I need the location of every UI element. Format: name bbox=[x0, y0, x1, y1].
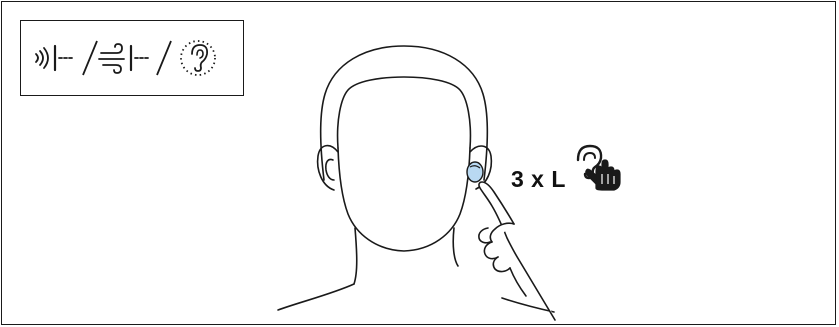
neck-right bbox=[453, 228, 458, 266]
shoulder-left bbox=[278, 284, 354, 310]
ear-touch-hand-icon bbox=[572, 140, 628, 192]
neck-left bbox=[354, 228, 357, 284]
tap-instruction-label: 3 x L bbox=[511, 166, 566, 193]
hairline bbox=[338, 77, 471, 148]
head-outline bbox=[321, 46, 488, 180]
face-outline bbox=[338, 148, 470, 251]
tapping-hand bbox=[479, 182, 555, 320]
